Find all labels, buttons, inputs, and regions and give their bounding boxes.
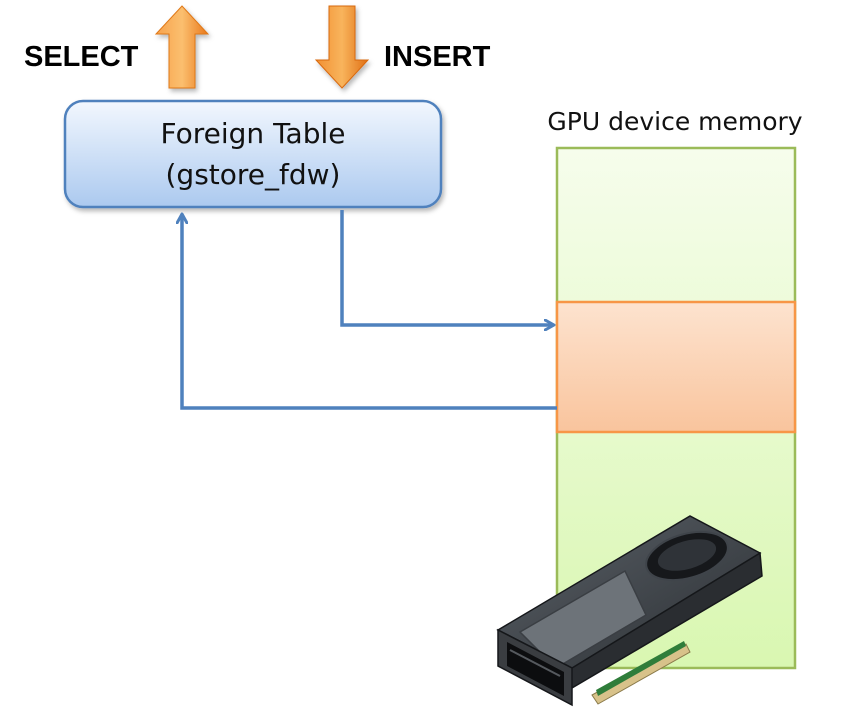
insert-connector-arrow [340,210,553,325]
select-connector-arrow [182,215,557,410]
foreign-table-subtitle: (gstore_fdw) [166,158,341,191]
gpu-card-icon [496,515,763,707]
gpu-memory-label: GPU device memory [547,107,802,136]
gpu-memory-segment [555,300,797,434]
foreign-table-box: Foreign Table (gstore_fdw) [63,99,443,209]
select-label: SELECT [24,41,139,73]
foreign-table-title: Foreign Table [161,117,346,150]
insert-label: INSERT [384,41,491,73]
arrow-down-icon [314,5,370,89]
arrow-up-icon [154,5,210,89]
